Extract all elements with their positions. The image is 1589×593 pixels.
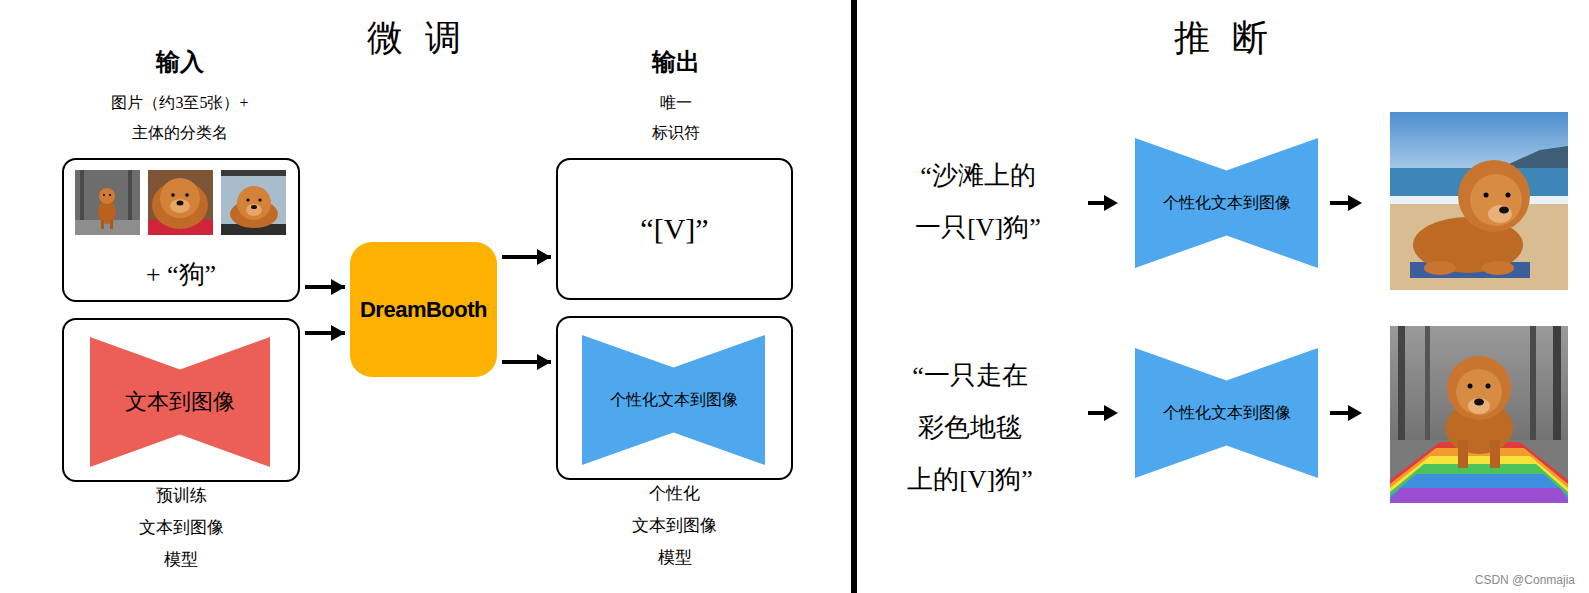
model-name: 文本到图像 (125, 387, 235, 417)
model-caption: 个性化 文本到图像 模型 (624, 478, 726, 574)
model-bowtie: 文本到图像 (90, 337, 270, 467)
identifier-box: “[V]” (556, 158, 793, 300)
section-divider (851, 0, 857, 593)
dog-photo (221, 170, 286, 235)
model-bowtie: 个性化文本到图像 (1135, 348, 1318, 478)
prompt-text: “沙滩上的 一只[V]狗” (900, 150, 1056, 254)
column-heading: 输入 (156, 46, 204, 78)
carpet-dog-photo (1390, 326, 1568, 503)
model-bowtie: 个性化文本到图像 (582, 335, 765, 465)
beach-dog-photo (1390, 112, 1568, 290)
connector-arrow (305, 285, 345, 289)
connector-arrow (502, 360, 551, 364)
connector-arrow (502, 255, 551, 259)
process-name: DreamBooth (360, 297, 487, 323)
model-box: 预训练 文本到图像 模型文本到图像 (62, 318, 300, 482)
column-heading: 输出 (652, 46, 700, 78)
process-box: DreamBooth (350, 242, 497, 377)
dog-photo (148, 170, 213, 235)
section-title: 微调 (367, 14, 482, 63)
column-note: 图片（约3至5张）+ 主体的分类名 (100, 88, 260, 148)
model-box: 个性化 文本到图像 模型个性化文本到图像 (556, 316, 793, 480)
bowtie-fill (90, 337, 270, 467)
column-note: 唯一 标识符 (644, 88, 708, 148)
model-name: 个性化文本到图像 (610, 390, 738, 411)
bowtie-fill (1135, 138, 1318, 268)
prompt-text: “一只走在 彩色地毯 上的[V]狗” (892, 350, 1048, 506)
node-text: “[V]” (640, 212, 708, 246)
bowtie-fill (582, 335, 765, 465)
node-text: + “狗” (146, 257, 216, 292)
model-name: 个性化文本到图像 (1163, 193, 1291, 214)
model-name: 个性化文本到图像 (1163, 403, 1291, 424)
connector-arrow (305, 331, 345, 335)
model-caption: 预训练 文本到图像 模型 (130, 480, 232, 576)
bowtie-fill (1135, 348, 1318, 478)
input-box: + “狗” (62, 158, 300, 302)
watermark: CSDN @Conmajia (1473, 573, 1577, 587)
section-title: 推断 (1174, 14, 1289, 63)
dog-photo (75, 170, 140, 235)
model-bowtie: 个性化文本到图像 (1135, 138, 1318, 268)
